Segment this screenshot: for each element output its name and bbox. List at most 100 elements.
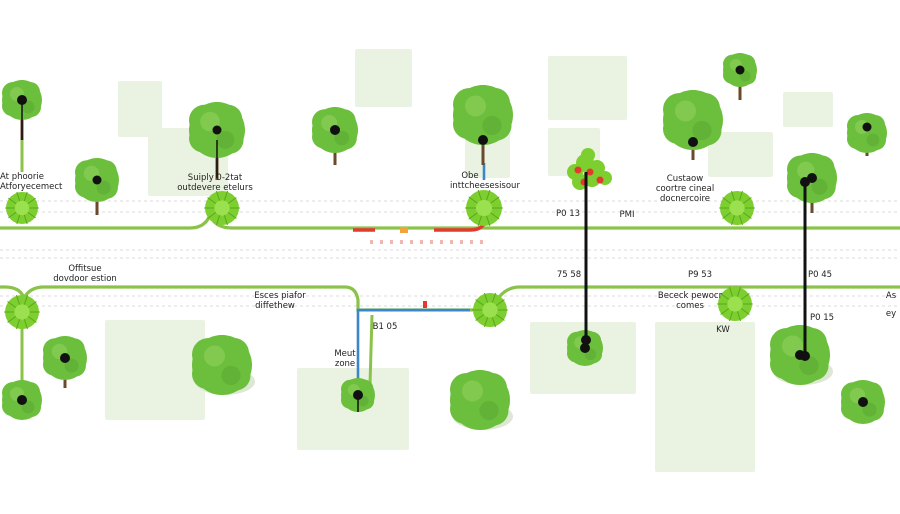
red-tick	[423, 301, 427, 308]
label-pmi: PMI	[619, 210, 635, 220]
node-marker-icon	[212, 125, 222, 135]
label-outdevere: outdevere etelurs	[177, 183, 253, 193]
marker-stems	[21, 100, 810, 412]
foliage-shade	[862, 402, 877, 417]
node-marker-icon	[478, 135, 488, 145]
label-p0-13: P0 13	[555, 209, 581, 219]
node-marker-icon	[800, 351, 810, 361]
flower-leaf	[581, 148, 595, 162]
green-road-lower	[0, 285, 900, 312]
pink-dot	[440, 240, 443, 244]
label-75-58: 75 58	[556, 270, 582, 280]
label-ey: ey	[885, 309, 897, 319]
node-marker-icon	[688, 137, 698, 147]
foliage-lobe	[469, 116, 497, 144]
label-zone: zone	[334, 359, 356, 369]
red-blossom	[586, 168, 594, 176]
label-p9-53: P9 53	[687, 270, 713, 280]
foliage-highlight	[462, 380, 483, 402]
tree-icon	[192, 335, 255, 395]
label-obe: Obe	[461, 171, 479, 181]
foliage-shade	[96, 180, 111, 195]
label-kw: KW	[716, 325, 730, 335]
foliage-lobe	[679, 121, 707, 149]
label-as: As	[885, 291, 897, 301]
label-custaow: Custaow	[666, 174, 704, 184]
red-blossom	[574, 166, 582, 174]
label-comes: comes	[676, 301, 704, 311]
tree-icon	[2, 380, 42, 420]
green-branch-zone	[368, 314, 374, 386]
pink-dot	[450, 240, 453, 244]
green-road-upper	[0, 210, 900, 230]
shrub-icon	[4, 294, 40, 330]
foliage-shade	[221, 365, 241, 386]
pale-block	[105, 320, 205, 420]
flower-plant-icon	[567, 148, 612, 190]
node-marker-icon	[862, 122, 872, 132]
pink-dot	[380, 240, 383, 244]
foliage-lobe	[858, 134, 876, 152]
label-docnercoire: docnercoire	[660, 194, 710, 204]
foliage-lobe	[732, 70, 748, 87]
shrub-icon	[717, 286, 753, 322]
label-diffethew: diffethew	[255, 301, 295, 311]
pink-dot	[400, 240, 403, 244]
label-coortre-cineal: coortre cineal	[655, 184, 715, 194]
node-marker-icon	[330, 125, 340, 135]
pink-dot	[410, 240, 413, 244]
foliage-lobe	[576, 348, 594, 366]
foliage-shade	[692, 120, 712, 141]
shrub-center	[729, 200, 745, 216]
label-inttcheesesisour: inttcheesesisour	[450, 181, 520, 191]
orange-dash	[400, 227, 408, 233]
shrub-icon	[204, 190, 240, 226]
blue-path	[356, 308, 470, 388]
foliage-lobe	[13, 401, 31, 419]
foliage-lobe	[55, 359, 75, 379]
node-marker-icon	[858, 397, 868, 407]
shrub-center	[475, 199, 493, 217]
red-blossom	[596, 176, 604, 184]
trees-layer	[2, 53, 887, 430]
tree-icon	[841, 380, 885, 424]
pink-dot	[370, 240, 373, 244]
foliage-shade	[482, 115, 502, 136]
node-marker-icon	[581, 335, 591, 345]
node-marker-icon	[580, 343, 590, 353]
label-offitsue: Offitsue	[68, 264, 102, 274]
label-bececk-pewocr: Bececk pewocr	[657, 291, 723, 301]
pink-dot	[470, 240, 473, 244]
node-marker-icon	[800, 177, 810, 187]
pink-dot	[460, 240, 463, 244]
label-esces-piafor: Esces piafor	[254, 291, 306, 301]
tree-icon	[450, 370, 513, 430]
pale-block	[783, 92, 833, 127]
pale-block	[708, 132, 773, 177]
tree-icon	[663, 90, 723, 160]
node-marker-icon	[92, 175, 102, 185]
shrub-center	[727, 296, 743, 312]
foliage-shade	[216, 130, 235, 149]
tree-icon	[847, 113, 887, 156]
shrub-icon	[719, 190, 755, 226]
tree-icon	[312, 107, 358, 165]
foliage-lobe	[853, 403, 873, 423]
tree-icon	[189, 102, 245, 180]
label-at-phoorie: At phoorie	[0, 172, 44, 182]
foliage-lobe	[466, 401, 494, 429]
shrub-center	[14, 200, 30, 216]
label-p0-15: P0 15	[809, 313, 835, 323]
tree-icon	[723, 53, 757, 100]
label-b1-05: B1 05	[372, 322, 398, 332]
tree-icon	[43, 336, 87, 388]
pale-block	[548, 56, 627, 120]
node-marker-icon	[60, 353, 70, 363]
pink-dot	[390, 240, 393, 244]
foliage-highlight	[465, 95, 486, 117]
shrub-center	[14, 304, 30, 320]
tree-icon	[75, 158, 119, 215]
flower-leaf	[572, 174, 588, 190]
